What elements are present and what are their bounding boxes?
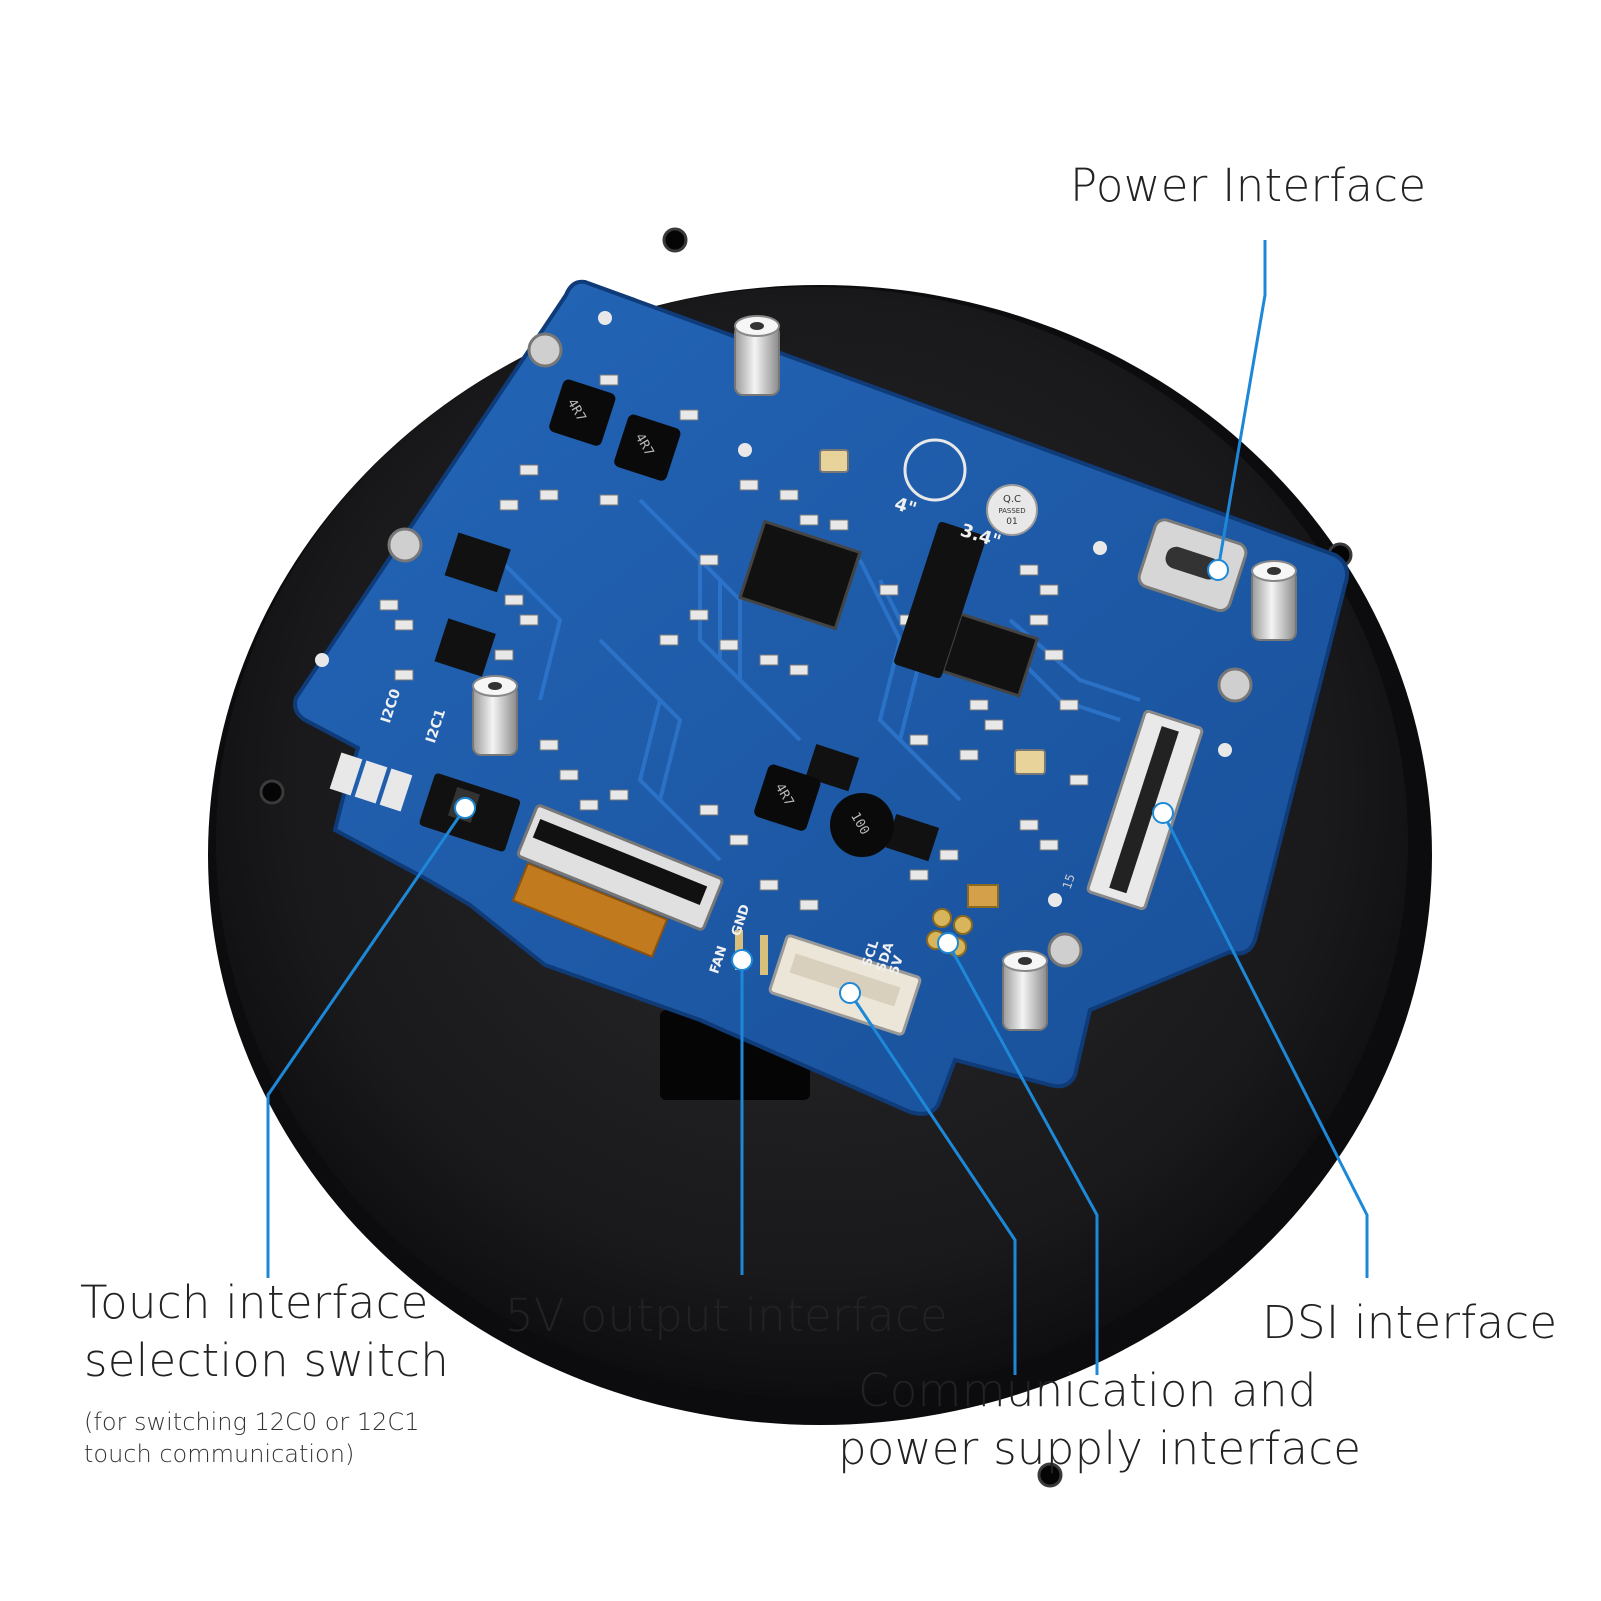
callout-line-touch-switch — [266, 807, 467, 1278]
dsi-silk-label: 15 — [1060, 872, 1078, 891]
tantalum-cap — [967, 884, 999, 908]
callout-comm-power-line2: power supply interface — [838, 1422, 1362, 1475]
smd-components — [379, 374, 1089, 911]
callout-touch-switch-line1: Touch interface — [80, 1276, 429, 1329]
callout-line-comm-power — [848, 992, 1017, 1375]
callout-dsi-interface: DSI interface — [1262, 1296, 1558, 1349]
qc-sticker: Q.C PASSED 01 — [986, 484, 1038, 536]
pin-header-array — [894, 521, 986, 679]
jumper-pads — [329, 752, 413, 812]
callout-power-interface: Power Interface — [1070, 159, 1427, 212]
callout-touch-switch-line2: selection switch — [84, 1334, 450, 1387]
silk-5v: 5V — [887, 954, 907, 977]
callout-lines — [266, 240, 1369, 1375]
callout-5v-output: 5V output interface — [505, 1289, 948, 1342]
crystals — [819, 449, 1046, 775]
qc-label-3: 01 — [1006, 517, 1017, 527]
callout-line-dsi — [1161, 812, 1369, 1278]
size-outline-mark — [903, 438, 967, 502]
inductors — [549, 379, 894, 857]
pcb-traces — [498, 498, 1141, 862]
callout-line-comm-power-2 — [946, 942, 1099, 1375]
usb-c-connector — [1137, 518, 1248, 613]
pcb-screws — [387, 332, 1253, 968]
callout-line-power — [1216, 240, 1267, 571]
bottom-fpc-connector — [511, 804, 724, 958]
qc-label-1: Q.C — [1003, 494, 1021, 505]
plate-mounting-holes — [259, 227, 1353, 1488]
standoffs — [472, 315, 1297, 1031]
callout-touch-switch-note-line1: (for switching 12C0 or 12C1 — [84, 1408, 420, 1436]
dsi-fpc-connector — [1086, 709, 1204, 911]
qc-label-2: PASSED — [998, 507, 1025, 515]
main-ic-chips — [434, 519, 1040, 862]
pcb-holes — [315, 311, 1232, 907]
callout-comm-power-line1: Communication and — [858, 1364, 1317, 1417]
callout-touch-switch-note-line2: touch communication) — [84, 1440, 355, 1468]
callout-dots — [454, 559, 1229, 1004]
